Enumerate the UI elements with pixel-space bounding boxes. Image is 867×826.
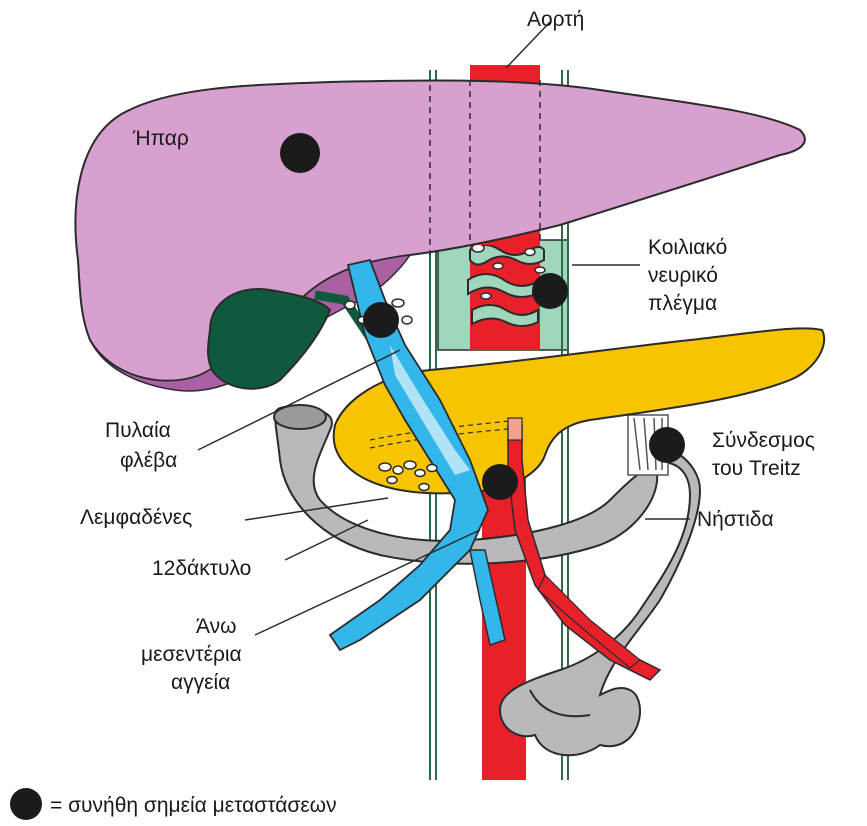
metastasis-dot-hepatic-hilum — [363, 302, 399, 338]
label-sma-line1: Άνω — [196, 615, 237, 638]
sma-branch — [538, 575, 640, 668]
label-duodenum: 12δάκτυλο — [152, 557, 251, 580]
label-portal-line1: Πυλαία — [105, 419, 171, 442]
label-celiac-line2: νευρικό — [648, 264, 718, 287]
label-treitz-line2: του Treitz — [712, 457, 801, 480]
metastasis-dot-celiac — [532, 273, 568, 309]
label-lymph-nodes: Λεμφαδένες — [80, 506, 192, 529]
label-sma-line3: αγγεία — [171, 671, 230, 694]
label-celiac-line1: Κοιλιακό — [648, 236, 727, 259]
label-jejunum: Νήστιδα — [697, 508, 774, 531]
label-liver: Ήπαρ — [132, 127, 189, 150]
metastasis-dot-liver — [280, 133, 320, 173]
metastasis-dot-treitz — [649, 427, 685, 463]
legend-text: = συνήθη σημεία μεταστάσεων — [50, 794, 337, 817]
label-aorta: Αορτή — [527, 8, 584, 31]
label-sma-line2: μεσεντέρια — [141, 643, 242, 666]
jejunum — [500, 455, 700, 755]
legend: = συνήθη σημεία μεταστάσεων — [10, 788, 337, 820]
label-treitz-line1: Σύνδεσμος — [712, 429, 815, 452]
gallbladder — [208, 289, 330, 389]
metastasis-dot-sma — [482, 464, 518, 500]
label-portal-line2: φλέβα — [120, 449, 177, 472]
legend-dot-icon — [10, 788, 42, 820]
sma-origin — [508, 418, 522, 440]
label-celiac-line3: πλέγμα — [648, 292, 717, 315]
